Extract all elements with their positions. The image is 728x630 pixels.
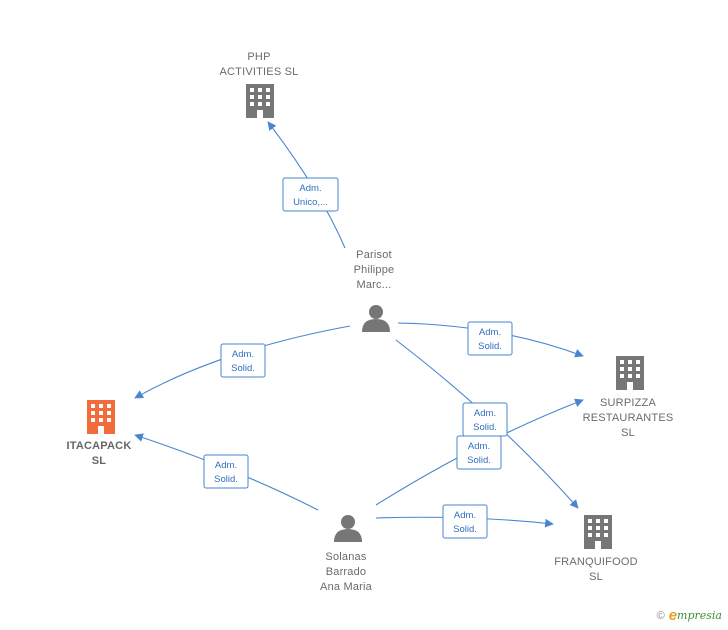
edge-label-e6[interactable]: Adm. Solid. xyxy=(456,435,502,470)
edge-label-e2[interactable]: Adm. Solid. xyxy=(220,343,266,378)
node-label-line: Barrado xyxy=(326,566,367,578)
edge-label-line: Solid. xyxy=(478,341,502,352)
edge-label-e5[interactable]: Adm. Solid. xyxy=(203,454,249,489)
edge-label-line: Solid. xyxy=(453,524,477,535)
edge-label-e3[interactable]: Adm. Solid. xyxy=(467,321,513,356)
edge-label-e7[interactable]: Adm. Solid. xyxy=(442,504,488,539)
person-icon xyxy=(362,305,390,332)
person-icon xyxy=(334,515,362,542)
edge-label-line: Solid. xyxy=(473,422,497,433)
node-label-line: Marc... xyxy=(356,279,391,291)
node-label-line: Parisot xyxy=(356,249,392,261)
node-label-line: SL xyxy=(621,427,635,439)
node-label-line: RESTAURANTES xyxy=(583,412,674,424)
node-label-line: Solanas xyxy=(325,551,366,563)
node-surpizza[interactable]: SURPIZZA RESTAURANTES SL xyxy=(583,356,674,439)
brand-name: mpresia xyxy=(677,609,722,622)
building-icon xyxy=(616,356,644,390)
building-icon xyxy=(87,400,115,434)
edge-label-line: Adm. xyxy=(299,183,321,194)
edge-label-e1[interactable]: Adm. Unico,... xyxy=(282,177,339,212)
node-itacapack[interactable]: ITACAPACK SL xyxy=(67,400,132,467)
edge-label-line: Solid. xyxy=(214,474,238,485)
edge-label-line: Adm. xyxy=(479,327,501,338)
edge-label-line: Adm. xyxy=(474,408,496,419)
node-php-activities[interactable]: PHP ACTIVITIES SL xyxy=(219,51,298,118)
node-label-line: Ana Maria xyxy=(320,581,373,593)
node-label-line: ITACAPACK xyxy=(67,440,132,452)
node-parisot[interactable]: Parisot Philippe Marc... xyxy=(354,249,395,332)
edge-label-line: Solid. xyxy=(467,455,491,466)
building-icon xyxy=(584,515,612,549)
edge-label-line: Adm. xyxy=(232,349,254,360)
node-label-line: FRANQUIFOOD xyxy=(554,556,637,568)
edge-label-line: Adm. xyxy=(454,510,476,521)
node-label-line: ACTIVITIES SL xyxy=(219,66,298,78)
copyright-symbol: © xyxy=(656,609,665,622)
edge-label-line: Adm. xyxy=(468,441,490,452)
edges xyxy=(134,121,584,528)
building-icon xyxy=(246,84,274,118)
edge-label-line: Adm. xyxy=(215,460,237,471)
node-label-line: Philippe xyxy=(354,264,395,276)
node-label-line: SL xyxy=(589,571,603,583)
node-franquifood[interactable]: FRANQUIFOOD SL xyxy=(554,515,638,583)
node-label-line: SURPIZZA xyxy=(600,397,656,409)
node-label-line: PHP xyxy=(247,51,270,63)
node-solanas[interactable]: Solanas Barrado Ana Maria xyxy=(320,515,373,593)
brand-initial: e xyxy=(668,607,678,624)
edge-label-line: Solid. xyxy=(231,363,255,374)
node-label-line: SL xyxy=(92,455,107,467)
edge-label-line: Unico,... xyxy=(293,197,328,208)
edge-label-e4[interactable]: Adm. Solid. xyxy=(462,402,508,437)
